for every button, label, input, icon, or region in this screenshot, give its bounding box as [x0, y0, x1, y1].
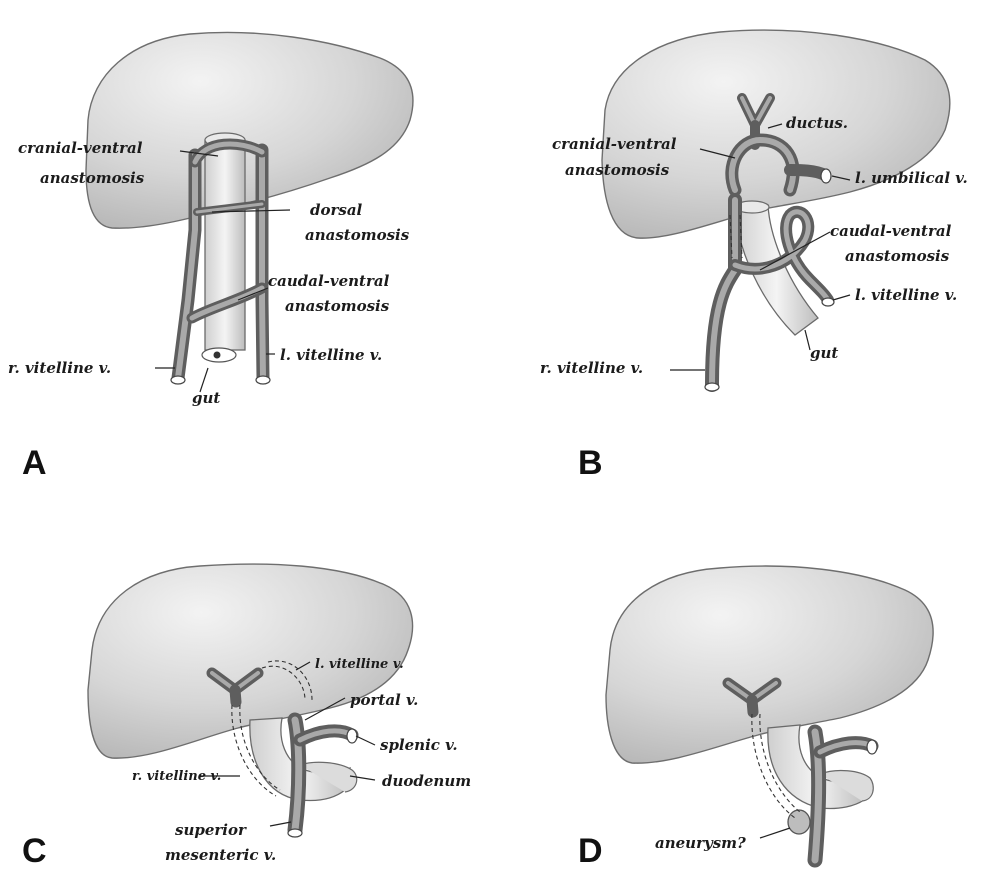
label-a-l-vitelline: l. vitelline v. [280, 346, 382, 364]
label-a-caudal-ventral-2: anastomosis [285, 297, 390, 315]
label-b-l-umbilical: l. umbilical v. [855, 169, 968, 187]
panel-letter-d: D [578, 832, 603, 870]
label-c-mesenteric: mesenteric v. [165, 846, 276, 864]
label-a-cranial-ventral: cranial-ventral [18, 139, 143, 157]
gut-a [202, 133, 245, 362]
label-c-l-vitelline: l. vitelline v. [315, 657, 404, 672]
panel-b: ductus. cranial-ventral anastomosis l. u… [540, 30, 968, 482]
label-a-r-vitelline: r. vitelline v. [8, 359, 111, 377]
label-b-cranial-ventral: cranial-ventral [552, 135, 677, 153]
panel-d: aneurysm? D [578, 566, 933, 870]
label-c-duodenum: duodenum [382, 772, 471, 790]
label-c-portal: portal v. [350, 691, 418, 709]
label-c-splenic: splenic v. [380, 736, 458, 754]
label-b-gut: gut [810, 344, 838, 362]
liver-a [86, 32, 413, 228]
label-a-cranial-ventral-2: anastomosis [40, 169, 145, 187]
label-a-dorsal-2: anastomosis [305, 226, 410, 244]
label-b-r-vitelline: r. vitelline v. [540, 359, 643, 377]
label-d-aneurysm: aneurysm? [655, 834, 746, 852]
panel-letter-a: A [22, 444, 47, 482]
label-a-caudal-ventral: caudal-ventral [268, 272, 390, 290]
label-b-caudal-ventral-2: anastomosis [845, 247, 950, 265]
label-c-superior: superior [175, 821, 247, 839]
panel-a: cranial-ventral anastomosis dorsal anast… [8, 32, 413, 482]
panel-letter-c: C [22, 832, 47, 870]
label-a-gut: gut [192, 389, 220, 407]
label-b-cranial-ventral-2: anastomosis [565, 161, 670, 179]
label-b-caudal-ventral: caudal-ventral [830, 222, 952, 240]
aneurysm-bulge [788, 810, 810, 834]
label-a-dorsal: dorsal [310, 201, 363, 219]
label-b-ductus: ductus. [786, 114, 848, 132]
label-c-r-vitelline: r. vitelline v. [132, 769, 221, 784]
panel-letter-b: B [578, 444, 603, 482]
label-b-l-vitelline: l. vitelline v. [855, 286, 957, 304]
panel-c: l. vitelline v. portal v. splenic v. r. … [22, 564, 471, 870]
